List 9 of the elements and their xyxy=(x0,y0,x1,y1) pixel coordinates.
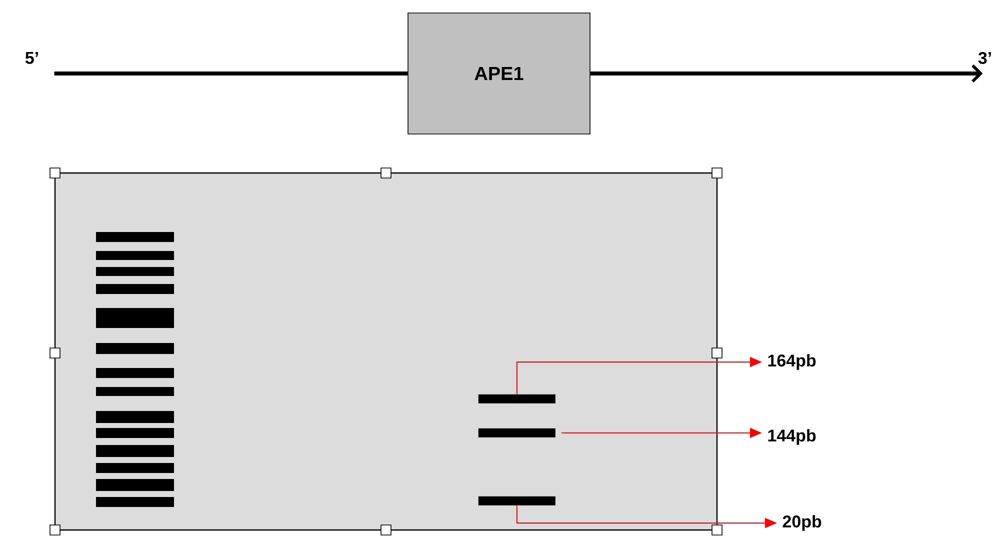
gel-box xyxy=(54,172,718,531)
dna-strand-line xyxy=(54,72,408,76)
end-label: 144pb xyxy=(768,429,816,445)
end-label: 164pb xyxy=(768,354,816,370)
end-label: 3’ xyxy=(978,52,991,64)
end-label: 20pb xyxy=(782,515,822,531)
dna-strand-line xyxy=(590,64,983,83)
process-box: APE1 xyxy=(408,12,590,134)
end-label: 5’ xyxy=(25,52,38,64)
